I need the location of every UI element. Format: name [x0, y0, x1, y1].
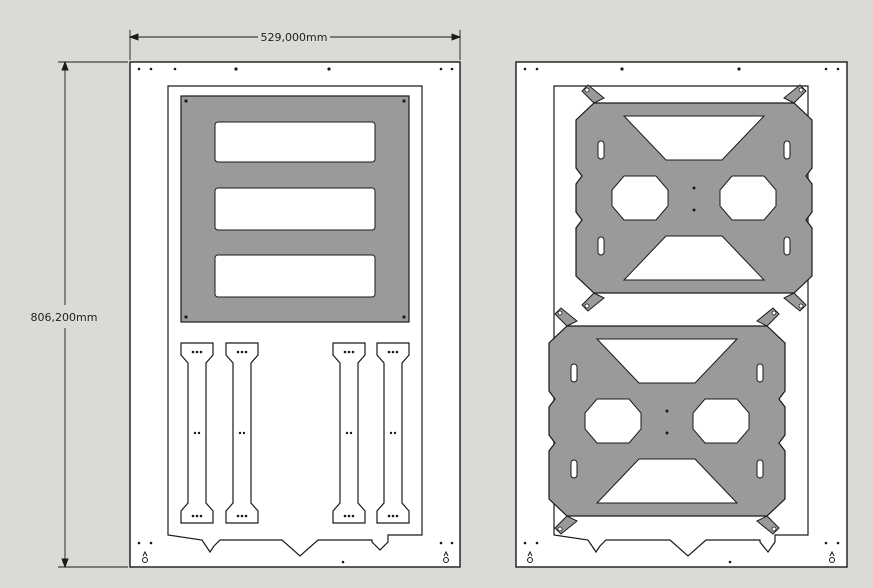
left-sheet-holes: [137, 67, 454, 564]
width-dimension-label: 529,000mm: [261, 31, 328, 44]
width-dimension: [128, 30, 462, 60]
right-sheet: [515, 61, 848, 568]
plate-slot-3: [214, 254, 376, 298]
right-sheet-holes: [523, 67, 840, 564]
y-carrier-plate-bottom: [548, 307, 786, 535]
height-dimension-label: 806,200mm: [31, 311, 98, 324]
left-sheet: [129, 61, 461, 568]
plate-slot-1: [214, 121, 376, 163]
plate-slot-2: [214, 187, 376, 231]
height-dimension: [58, 60, 128, 569]
right-sheet-keyholes: [527, 550, 835, 563]
y-carrier-plate-top: [575, 84, 813, 312]
left-sheet-keyholes: [142, 550, 449, 563]
